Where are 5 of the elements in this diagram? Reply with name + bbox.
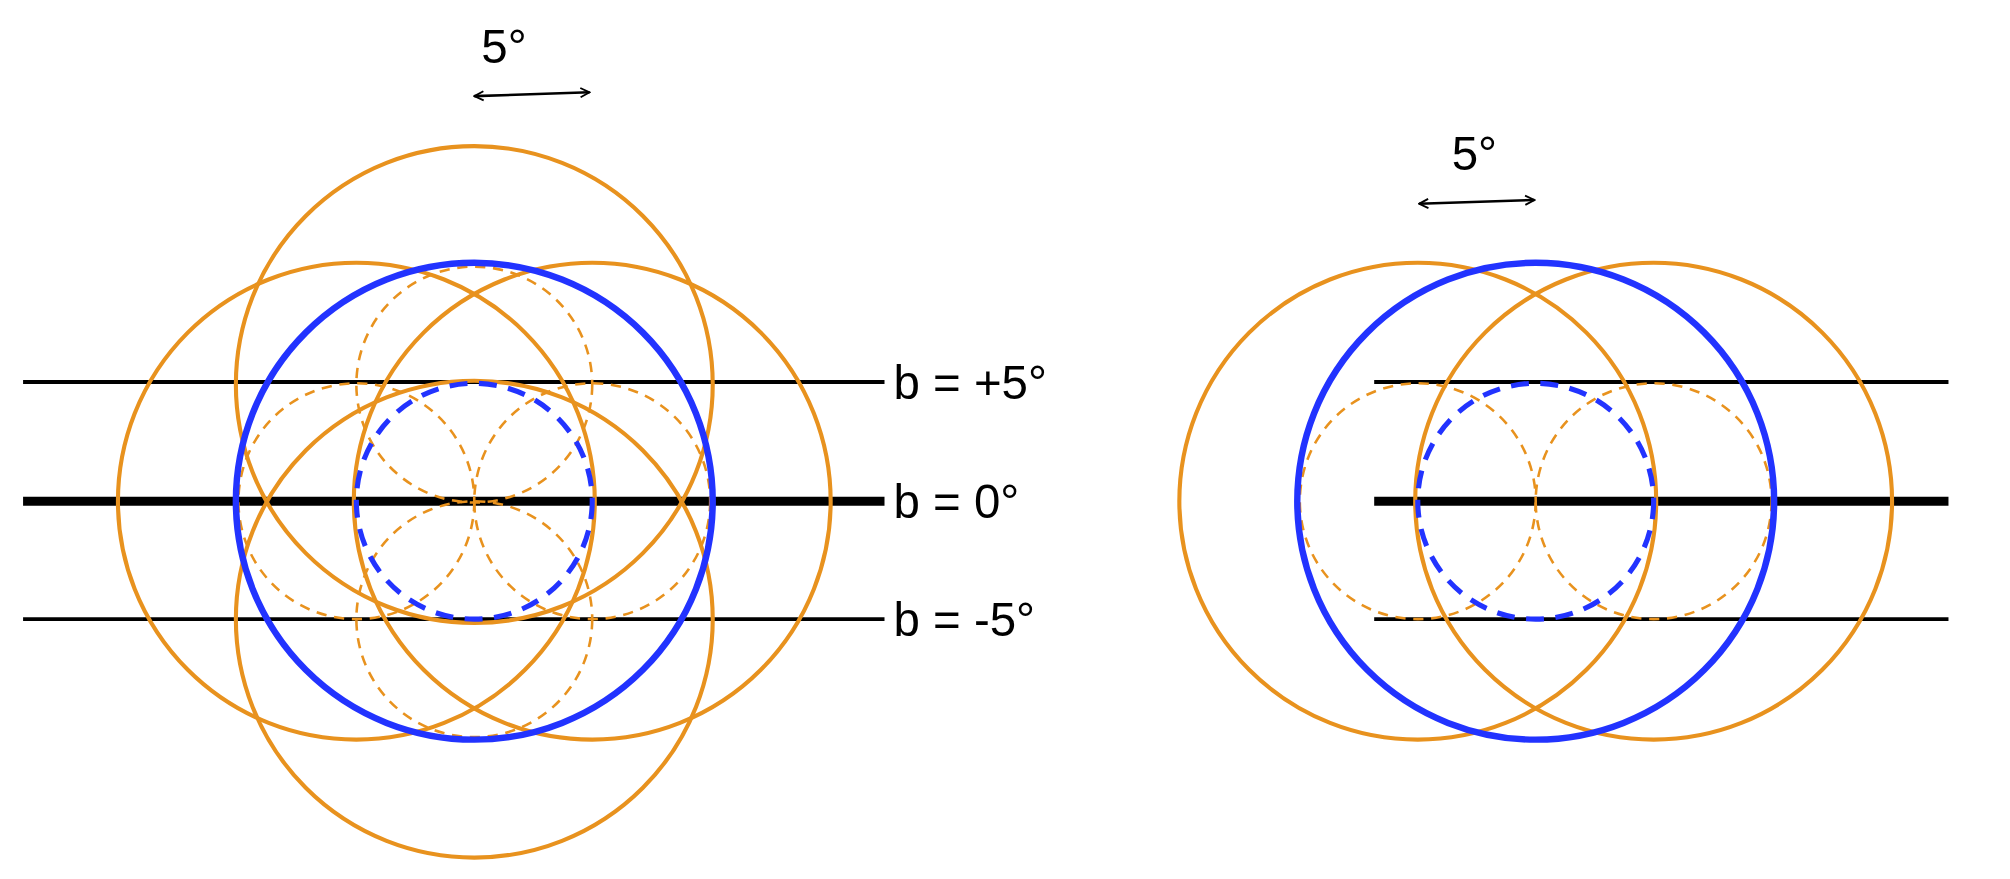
angle-label: 5°: [1451, 130, 1498, 178]
angle-label: 5°: [481, 22, 527, 70]
latitude-label: b = 0°: [893, 477, 1020, 525]
latitude-label: b = -5°: [893, 595, 1036, 643]
latitude-label: b = +5°: [893, 358, 1047, 406]
